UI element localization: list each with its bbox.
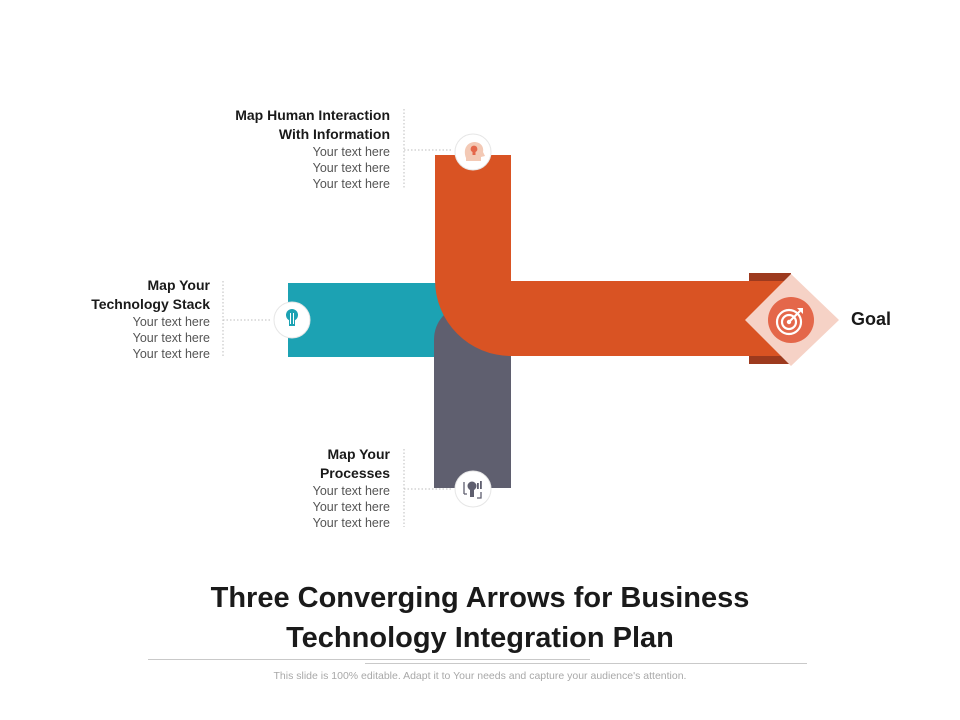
slide-title-line: Technology Integration Plan xyxy=(286,622,674,654)
arrow-human-interaction xyxy=(435,155,792,356)
process-icon xyxy=(463,481,482,499)
icon-badge-top xyxy=(454,133,492,171)
step-technology-stack-label: Map Your Technology Stack Your text here… xyxy=(91,276,210,362)
step-title-line: Map Human Interaction xyxy=(235,107,390,123)
goal-flange-top xyxy=(749,273,791,281)
step-title-line: With Information xyxy=(278,126,390,142)
lightbulb-icon xyxy=(286,309,298,326)
icon-badge-left xyxy=(273,301,311,339)
step-title-line: Map Your xyxy=(327,446,391,462)
footer-note: This slide is 100% editable. Adapt it to… xyxy=(273,670,687,682)
step-body-line: Your text here xyxy=(132,315,210,329)
step-title-line: Map Your xyxy=(147,277,211,293)
step-body-line: Your text here xyxy=(132,331,210,345)
step-body-line: Your text here xyxy=(132,347,210,361)
footer-divider xyxy=(365,663,807,664)
step-body-line: Your text here xyxy=(312,500,390,514)
step-body-line: Your text here xyxy=(312,161,390,175)
step-title-line: Processes xyxy=(319,465,390,481)
step-body-line: Your text here xyxy=(312,177,390,191)
target-icon xyxy=(775,308,803,336)
goal-label: Goal xyxy=(851,309,892,329)
step-processes-label: Map Your Processes Your text here Your t… xyxy=(313,445,390,531)
step-title-line: Technology Stack xyxy=(91,296,210,312)
step-body-line: Your text here xyxy=(312,484,390,498)
lightbulb-head-icon xyxy=(464,142,485,161)
slide-title: Three Converging Arrows for Business Tec… xyxy=(0,578,960,658)
goal-flange-bottom xyxy=(749,356,791,364)
step-body-line: Your text here xyxy=(312,516,390,530)
step-human-interaction-label: Map Human Interaction With Information Y… xyxy=(235,106,390,192)
step-body-line: Your text here xyxy=(312,145,390,159)
icon-badge-bottom xyxy=(454,470,492,508)
slide-title-line: Three Converging Arrows for Business xyxy=(210,582,750,614)
footer-divider xyxy=(148,659,590,660)
